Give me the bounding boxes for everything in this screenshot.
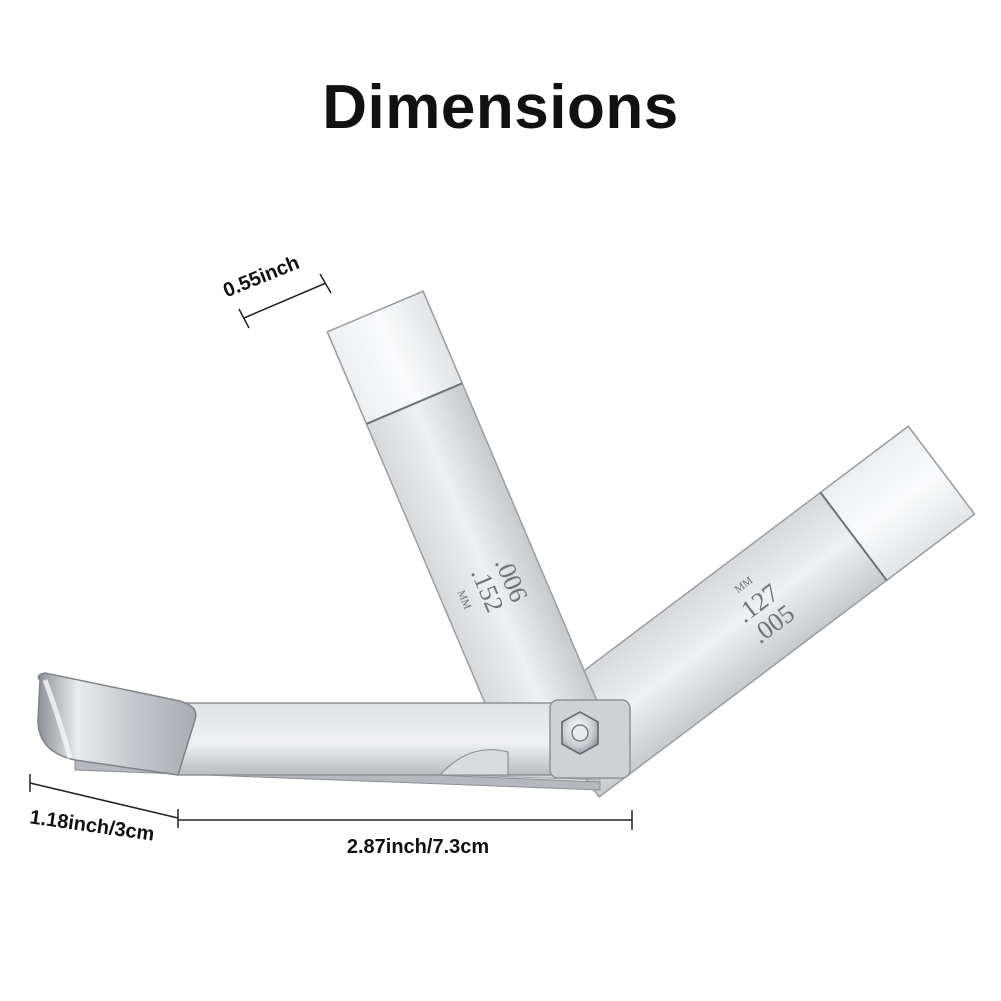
holder-length-label: 2.87inch/7.3cm [347,836,489,858]
holder-clip [37,672,197,776]
left-blade: .006 .152 MM [326,290,612,775]
holder-width-label: 1.18inch/3cm [28,806,155,845]
pivot-screw [571,724,589,742]
holder-width-dimension: 1.18inch/3cm [28,774,179,846]
blade-width-dimension: 0.55inch [220,252,332,329]
gauge-holder [37,672,631,791]
holder-length-dimension: 2.87inch/7.3cm [178,810,633,858]
page-title: Dimensions [322,73,679,142]
blade-width-label: 0.55inch [220,252,302,302]
